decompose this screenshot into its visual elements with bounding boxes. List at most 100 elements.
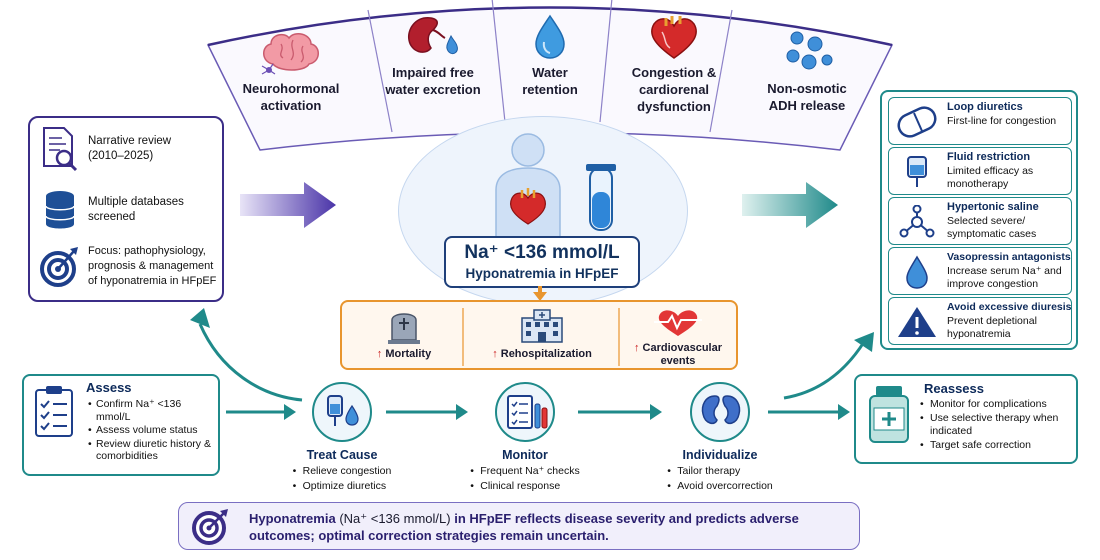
mechanism-adh: Non-osmotic ADH release (742, 30, 872, 114)
step-icon-circle (495, 382, 555, 442)
treatment-title: Loop diuretics (947, 101, 1023, 113)
bubbles-icon (786, 31, 833, 70)
tombstone-icon (388, 313, 420, 344)
reassess-title: Reassess (924, 381, 984, 396)
flow-arrow-icon (578, 404, 662, 420)
mechanism-label: water excretion (385, 82, 481, 97)
treatment-desc-line: monotherapy (947, 178, 1009, 190)
teal-arrow-icon (742, 182, 838, 228)
increase-arrow: ↑ (376, 348, 383, 360)
treatment-fluid-restriction: Fluid restriction Limited efficacy as mo… (888, 147, 1072, 195)
target-icon (192, 509, 228, 545)
target-icon (40, 246, 78, 287)
clipboard-icon (35, 386, 73, 437)
curved-arrow-up-right-icon (783, 332, 874, 400)
molecule-icon (899, 205, 935, 238)
list-item: Clinical response (470, 479, 580, 494)
treatment-panel: Loop diuretics First-line for congestion… (880, 90, 1078, 350)
review-card: Narrative review (2010–2025) Multiple da… (28, 116, 224, 302)
list-item: Assess volume status (88, 424, 218, 437)
mechanism-label: retention (522, 82, 578, 97)
reassess-list: Monitor for complications Use selective … (920, 398, 1076, 453)
outcome-divider (618, 308, 620, 366)
review-text: screened (88, 211, 136, 223)
assess-list: Confirm Na⁺ <136 mmol/L Assess volume st… (88, 398, 218, 464)
assess-title: Assess (86, 380, 132, 395)
increase-arrow: ↑ (633, 342, 640, 354)
step-list: Relieve congestion Optimize diuretics (293, 464, 392, 494)
conclusion-banner: Hyponatremia (Na⁺ <136 mmol/L) in HFpEF … (178, 502, 860, 550)
kidneys-icon (701, 395, 741, 425)
down-arrow-icon (533, 286, 547, 301)
review-text: Focus: pathophysiology, (88, 245, 206, 257)
treatment-title: Avoid excessive diuresis (947, 301, 1072, 313)
list-item: Confirm Na⁺ <136 mmol/L (88, 398, 218, 423)
treatment-desc: Increase serum Na⁺ and improve congestio… (947, 265, 1062, 291)
mechanism-label: activation (260, 98, 322, 113)
warning-icon (898, 307, 936, 337)
step-individualize: Individualize Tailor therapy Avoid overc… (650, 382, 790, 494)
mechanism-label: Congestion & (631, 65, 717, 80)
sodium-threshold: Na⁺ <136 mmol/L (464, 242, 620, 263)
step-list: Tailor therapy Avoid overcorrection (667, 464, 773, 494)
conclusion-text: Hyponatremia (Na⁺ <136 mmol/L) in HFpEF … (249, 510, 849, 544)
mechanism-label: Impaired free (392, 65, 474, 80)
mechanism-label: cardiorenal (638, 82, 710, 97)
treatment-title: Vasopressin antagonists (947, 251, 1071, 263)
review-text: Multiple databases (88, 196, 184, 208)
step-list: Frequent Na⁺ checks Clinical response (470, 464, 580, 494)
step-monitor: Monitor Frequent Na⁺ checks Clinical res… (458, 382, 592, 494)
body-silhouette-icon (495, 133, 616, 240)
drop-icon (906, 255, 928, 289)
outcome-label: Rehospitalization (500, 348, 592, 360)
heart-icon (651, 16, 697, 59)
treatment-desc: Limited efficacy as monotherapy (947, 165, 1033, 191)
list-item: Tailor therapy (667, 464, 773, 479)
outcome-label: Cardiovascular (642, 342, 723, 354)
increase-arrow: ↑ (492, 348, 498, 360)
water-drop-icon (535, 14, 565, 59)
hospital-icon (521, 309, 563, 343)
mechanism-congestion: Congestion & cardiorenal dysfunction (609, 14, 739, 115)
outcome-divider (462, 308, 464, 366)
hyponatremia-label: Hyponatremia in HFpEF (465, 266, 619, 281)
mechanism-label: ADH release (768, 98, 846, 113)
treatment-desc-line: Limited efficacy as (947, 165, 1034, 177)
step-title: Monitor (502, 448, 548, 462)
iv-bag-icon (907, 156, 927, 187)
treatment-desc-line: Prevent depletional (947, 315, 1037, 327)
mechanism-neurohormonal: Neurohormonal activation (226, 30, 356, 114)
list-item: Frequent Na⁺ checks (470, 464, 580, 479)
review-item-narrative: Narrative review (2010–2025) (40, 126, 220, 172)
kidney-icon (407, 17, 458, 55)
medicine-bottle-icon (869, 386, 909, 443)
list-item: Avoid overcorrection (667, 479, 773, 494)
treatment-title: Fluid restriction (947, 151, 1031, 163)
review-item-focus: Focus: pathophysiology, prognosis & mana… (40, 244, 220, 289)
checklist-tubes-icon (507, 395, 548, 429)
step-treat-cause: Treat Cause Relieve congestion Optimize … (280, 382, 404, 494)
fan-outline (206, 0, 894, 151)
outcome-rehospitalization: ↑ Rehospitalization (470, 308, 614, 361)
conclusion-bold: in HFpEF reflects disease severity and p… (249, 511, 799, 543)
list-item: Review diuretic history & comorbidities (88, 438, 218, 463)
reassess-box: Reassess Monitor for complications Use s… (854, 374, 1078, 464)
database-icon (45, 191, 75, 229)
treatment-hypertonic-saline: Hypertonic saline Selected severe/ sympt… (888, 197, 1072, 245)
iv-drip-icon (327, 395, 359, 426)
mechanism-water-retention: Water retention (485, 14, 615, 98)
treatment-desc-line: symptomatic cases (947, 228, 1037, 240)
curved-arrow-up-left-icon (190, 308, 303, 402)
treatment-loop-diuretics: Loop diuretics First-line for congestion (888, 97, 1072, 145)
flow-arrow-icon (386, 404, 468, 420)
step-title: Individualize (682, 448, 758, 462)
treatment-desc-line: improve congestion (947, 278, 1039, 290)
treatment-desc-line: hyponatremia (947, 328, 1011, 340)
treatment-desc-line: Increase serum Na⁺ and (947, 265, 1062, 277)
list-item: Use selective therapy when indicated (920, 412, 1076, 438)
outcome-label: Mortality (385, 348, 432, 360)
pill-icon (897, 106, 937, 138)
list-item: Relieve congestion (293, 464, 392, 479)
review-text: Narrative review (88, 135, 172, 147)
treatment-vasopressin: Vasopressin antagonists Increase serum N… (888, 247, 1072, 295)
